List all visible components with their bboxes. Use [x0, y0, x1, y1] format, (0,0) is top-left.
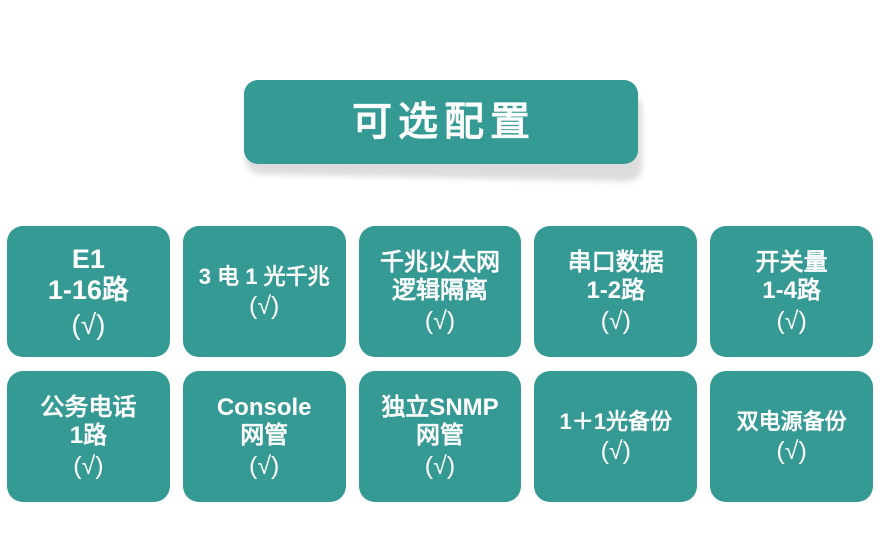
option-tile-label: 1＋1光备份 [559, 409, 673, 435]
option-tile-label: 1-2路 [586, 277, 646, 305]
banner-body: 可选配置 [244, 80, 638, 164]
option-tile-label: 网管 [415, 422, 464, 450]
checkmark-icon: (√) [424, 307, 456, 336]
option-tile-label: 网管 [240, 422, 289, 450]
option-tile-label: 1路 [69, 422, 108, 450]
checkmark-icon: (√) [776, 307, 807, 336]
option-tile-label: E1 [71, 243, 105, 274]
option-tile[interactable]: 双电源备份(√) [710, 371, 873, 502]
option-tile-label: 独立SNMP [381, 393, 499, 421]
option-tile[interactable]: 3 电 1 光千兆(√) [182, 226, 346, 357]
option-tile-label: 逻辑隔离 [391, 277, 488, 305]
option-tile-label: 串口数据 [567, 248, 664, 276]
option-tile-label: 公务电话 [40, 393, 137, 421]
checkmark-icon: (√) [71, 309, 106, 341]
option-tile-label: Console [216, 393, 312, 421]
checkmark-icon: (√) [73, 452, 104, 481]
option-tile[interactable]: 千兆以太网逻辑隔离(√) [358, 226, 522, 357]
checkmark-icon: (√) [249, 292, 280, 321]
header-banner: 可选配置 [244, 80, 642, 182]
page-title: 可选配置 [352, 100, 536, 144]
checkmark-icon: (√) [424, 452, 456, 481]
option-tile-label: 3 电 1 光千兆 [198, 264, 330, 290]
option-tile-label: 1-16路 [47, 275, 129, 306]
option-tile-label: 双电源备份 [736, 409, 847, 435]
checkmark-icon: (√) [600, 437, 631, 466]
option-tile-label: 开关量 [755, 248, 828, 276]
checkmark-icon: (√) [776, 437, 807, 466]
option-tile-label: 1-4路 [762, 277, 821, 305]
option-tile[interactable]: 1＋1光备份(√) [534, 371, 698, 502]
checkmark-icon: (√) [600, 307, 631, 336]
checkmark-icon: (√) [249, 452, 280, 481]
option-tile-label: 千兆以太网 [379, 248, 500, 276]
